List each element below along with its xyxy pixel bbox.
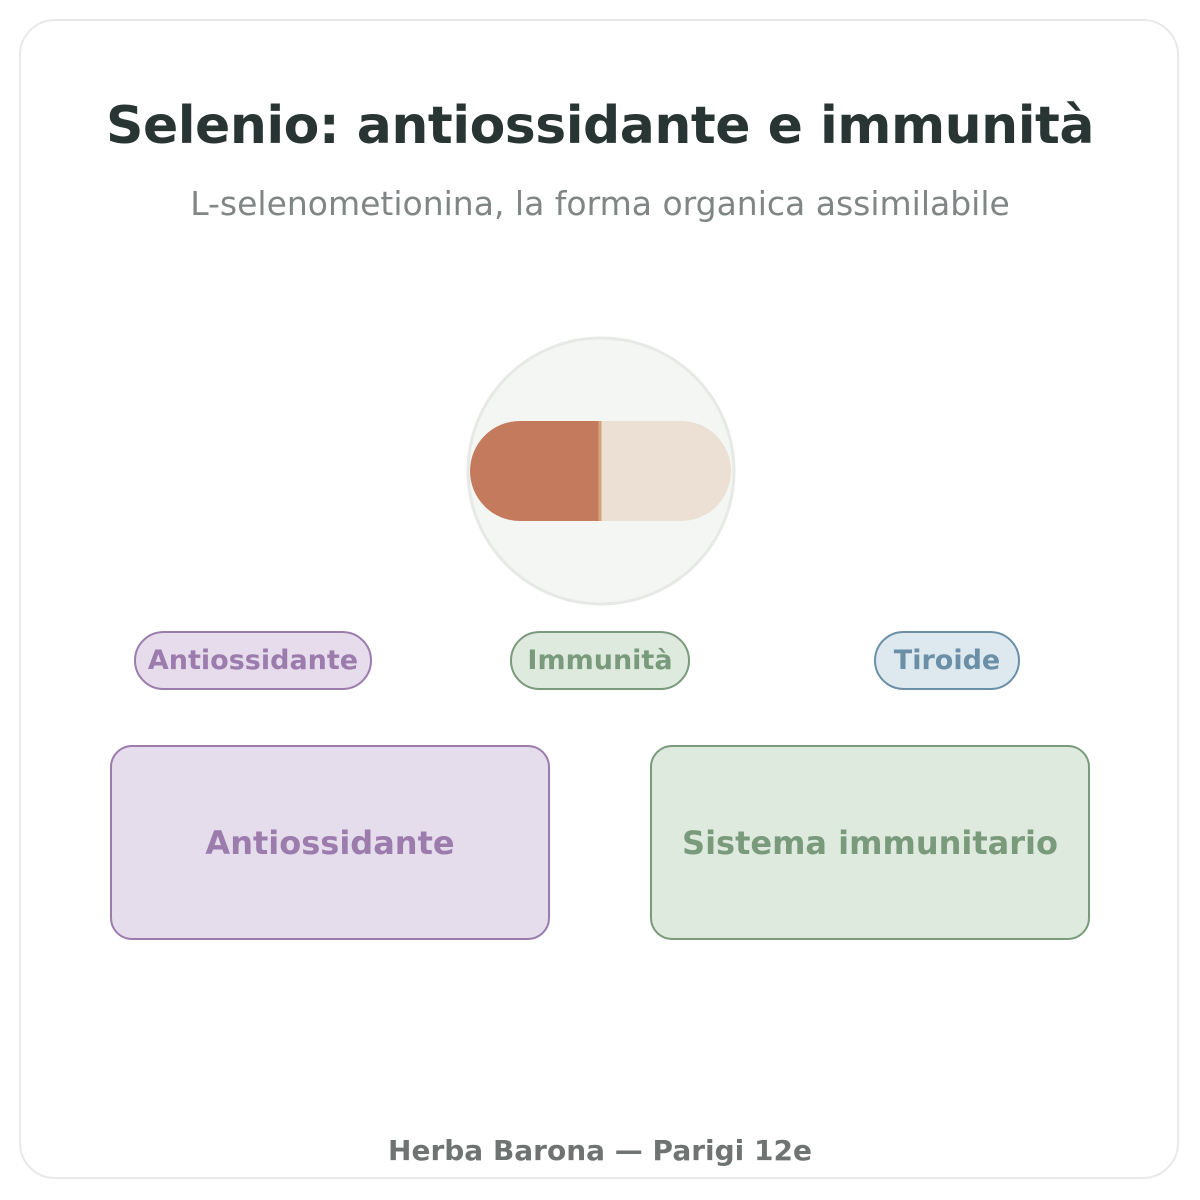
benefit-card-sistema-immunitario: Sistema immunitario [650, 745, 1090, 940]
tag-immunita: Immunità [510, 631, 690, 690]
page-subtitle: L-selenometionina, la forma organica ass… [190, 184, 1010, 223]
capsule-icon [466, 336, 736, 606]
benefit-card-antiossidante: Antiossidante [110, 745, 550, 940]
footer-brand: Herba Barona — Parigi 12e [388, 1134, 812, 1167]
page-title: Selenio: antiossidante e immunità [106, 96, 1094, 156]
tag-tiroide: Tiroide [874, 631, 1020, 690]
tag-antiossidante: Antiossidante [134, 631, 372, 690]
